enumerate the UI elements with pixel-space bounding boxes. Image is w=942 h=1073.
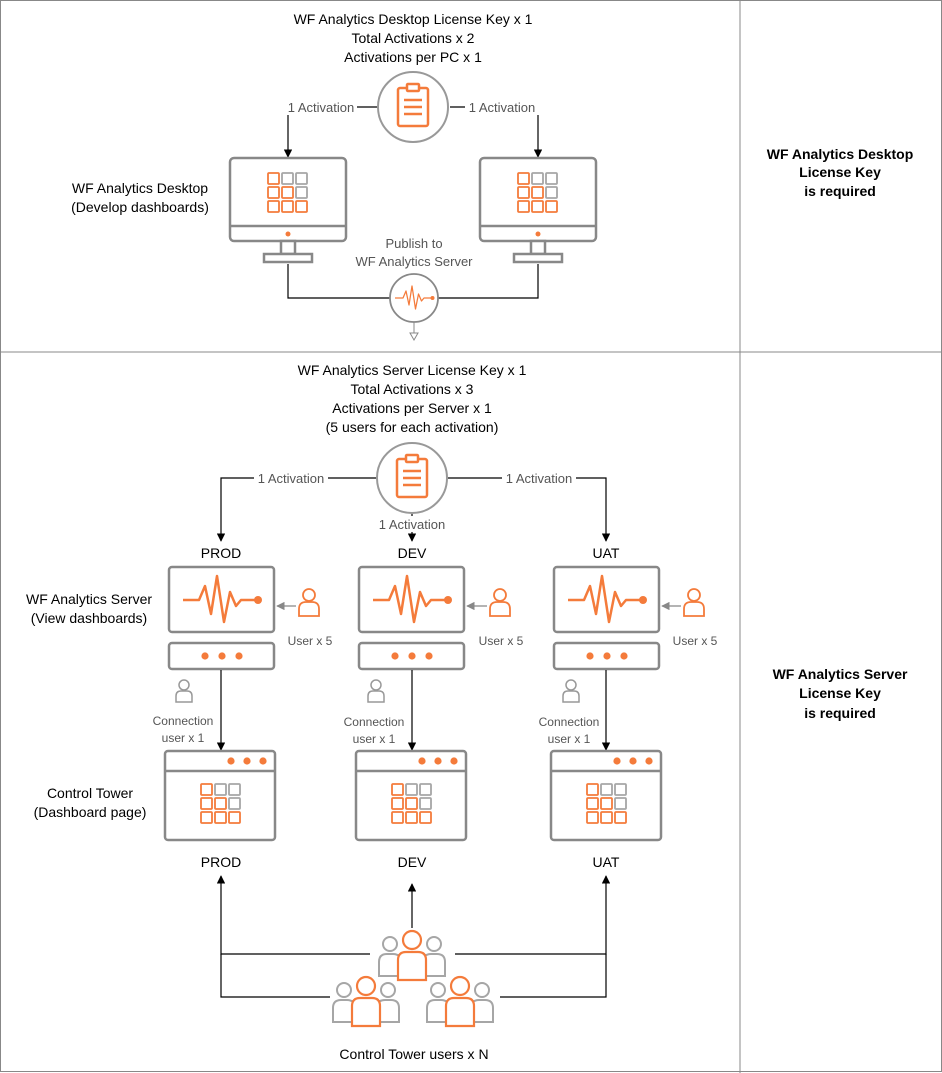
publish-line2: WF Analytics Server [355, 254, 473, 269]
connection-line2: user x 1 [548, 732, 591, 746]
browser-window-icon [356, 751, 466, 840]
env-name: PROD [201, 545, 241, 561]
env-name: DEV [398, 545, 427, 561]
env-name: UAT [593, 545, 620, 561]
user-icon [683, 588, 705, 617]
user-label: User x 5 [288, 634, 333, 648]
browser-window-icon [551, 751, 661, 840]
user-icon [489, 588, 511, 617]
env-bottom-label: DEV [398, 854, 427, 870]
user-group-icon [377, 929, 447, 982]
user-icon [562, 679, 580, 703]
user-label: User x 5 [673, 634, 718, 648]
tower-line2: (Dashboard page) [34, 804, 147, 820]
server-license-line4: (5 users for each activation) [326, 419, 499, 435]
user-group-icon [331, 975, 401, 1028]
connection-line1: Connection [539, 715, 600, 729]
server-section: WF Analytics Server License Key x 1 Tota… [26, 362, 908, 1062]
env-uat: UAT User x 5 Connection user x 1 UAT [539, 545, 718, 870]
clipboard-icon [376, 70, 450, 144]
desktop-side-line2: License Key [799, 164, 881, 180]
desktop-activation-right: 1 Activation [469, 100, 536, 115]
clipboard-icon [375, 441, 449, 515]
desktop-license-line2: Total Activations x 2 [352, 30, 475, 46]
server-side-line1: WF Analytics Server [773, 666, 908, 682]
server-icon [169, 567, 274, 669]
server-activation-left: 1 Activation [258, 471, 325, 486]
server-activation-center: 1 Activation [379, 517, 446, 532]
user-icon [298, 588, 320, 617]
server-license-line1: WF Analytics Server License Key x 1 [298, 362, 527, 378]
user-icon [367, 679, 385, 703]
user-group-icon [425, 975, 495, 1028]
connection-line2: user x 1 [353, 732, 396, 746]
server-app-line1: WF Analytics Server [26, 591, 152, 607]
browser-window-icon [165, 751, 275, 840]
server-side-line3: is required [804, 705, 876, 721]
connection-line1: Connection [153, 714, 214, 728]
server-activation-right: 1 Activation [506, 471, 573, 486]
server-license-line3: Activations per Server x 1 [332, 400, 492, 416]
desktop-section: WF Analytics Desktop License Key x 1 Tot… [71, 11, 914, 342]
env-dev: DEV User x 5 Connection user x 1 DEV [344, 545, 524, 870]
monitor-icon [230, 158, 346, 262]
connection-line1: Connection [344, 715, 405, 729]
publish-line1: Publish to [385, 236, 442, 251]
server-icon [554, 567, 659, 669]
server-side-line2: License Key [799, 685, 881, 701]
desktop-side-line1: WF Analytics Desktop [767, 146, 914, 162]
desktop-license-line1: WF Analytics Desktop License Key x 1 [294, 11, 533, 27]
monitor-icon [480, 158, 596, 262]
desktop-activation-left: 1 Activation [288, 100, 355, 115]
desktop-app-line2: (Develop dashboards) [71, 199, 209, 215]
pulse-icon [389, 273, 439, 323]
env-bottom-label: UAT [593, 854, 620, 870]
server-icon [359, 567, 464, 669]
desktop-license-line3: Activations per PC x 1 [344, 49, 482, 65]
server-app-line2: (View dashboards) [31, 610, 147, 626]
user-icon [175, 679, 193, 703]
control-tower-users-label: Control Tower users x N [339, 1046, 488, 1062]
server-license-line2: Total Activations x 3 [351, 381, 474, 397]
env-prod: PROD User x 5 Connection user x 1 PROD [153, 545, 333, 870]
connection-line2: user x 1 [162, 731, 205, 745]
desktop-side-line3: is required [804, 183, 876, 199]
env-bottom-label: PROD [201, 854, 241, 870]
tower-line1: Control Tower [47, 785, 133, 801]
user-label: User x 5 [479, 634, 524, 648]
desktop-app-line1: WF Analytics Desktop [72, 180, 208, 196]
